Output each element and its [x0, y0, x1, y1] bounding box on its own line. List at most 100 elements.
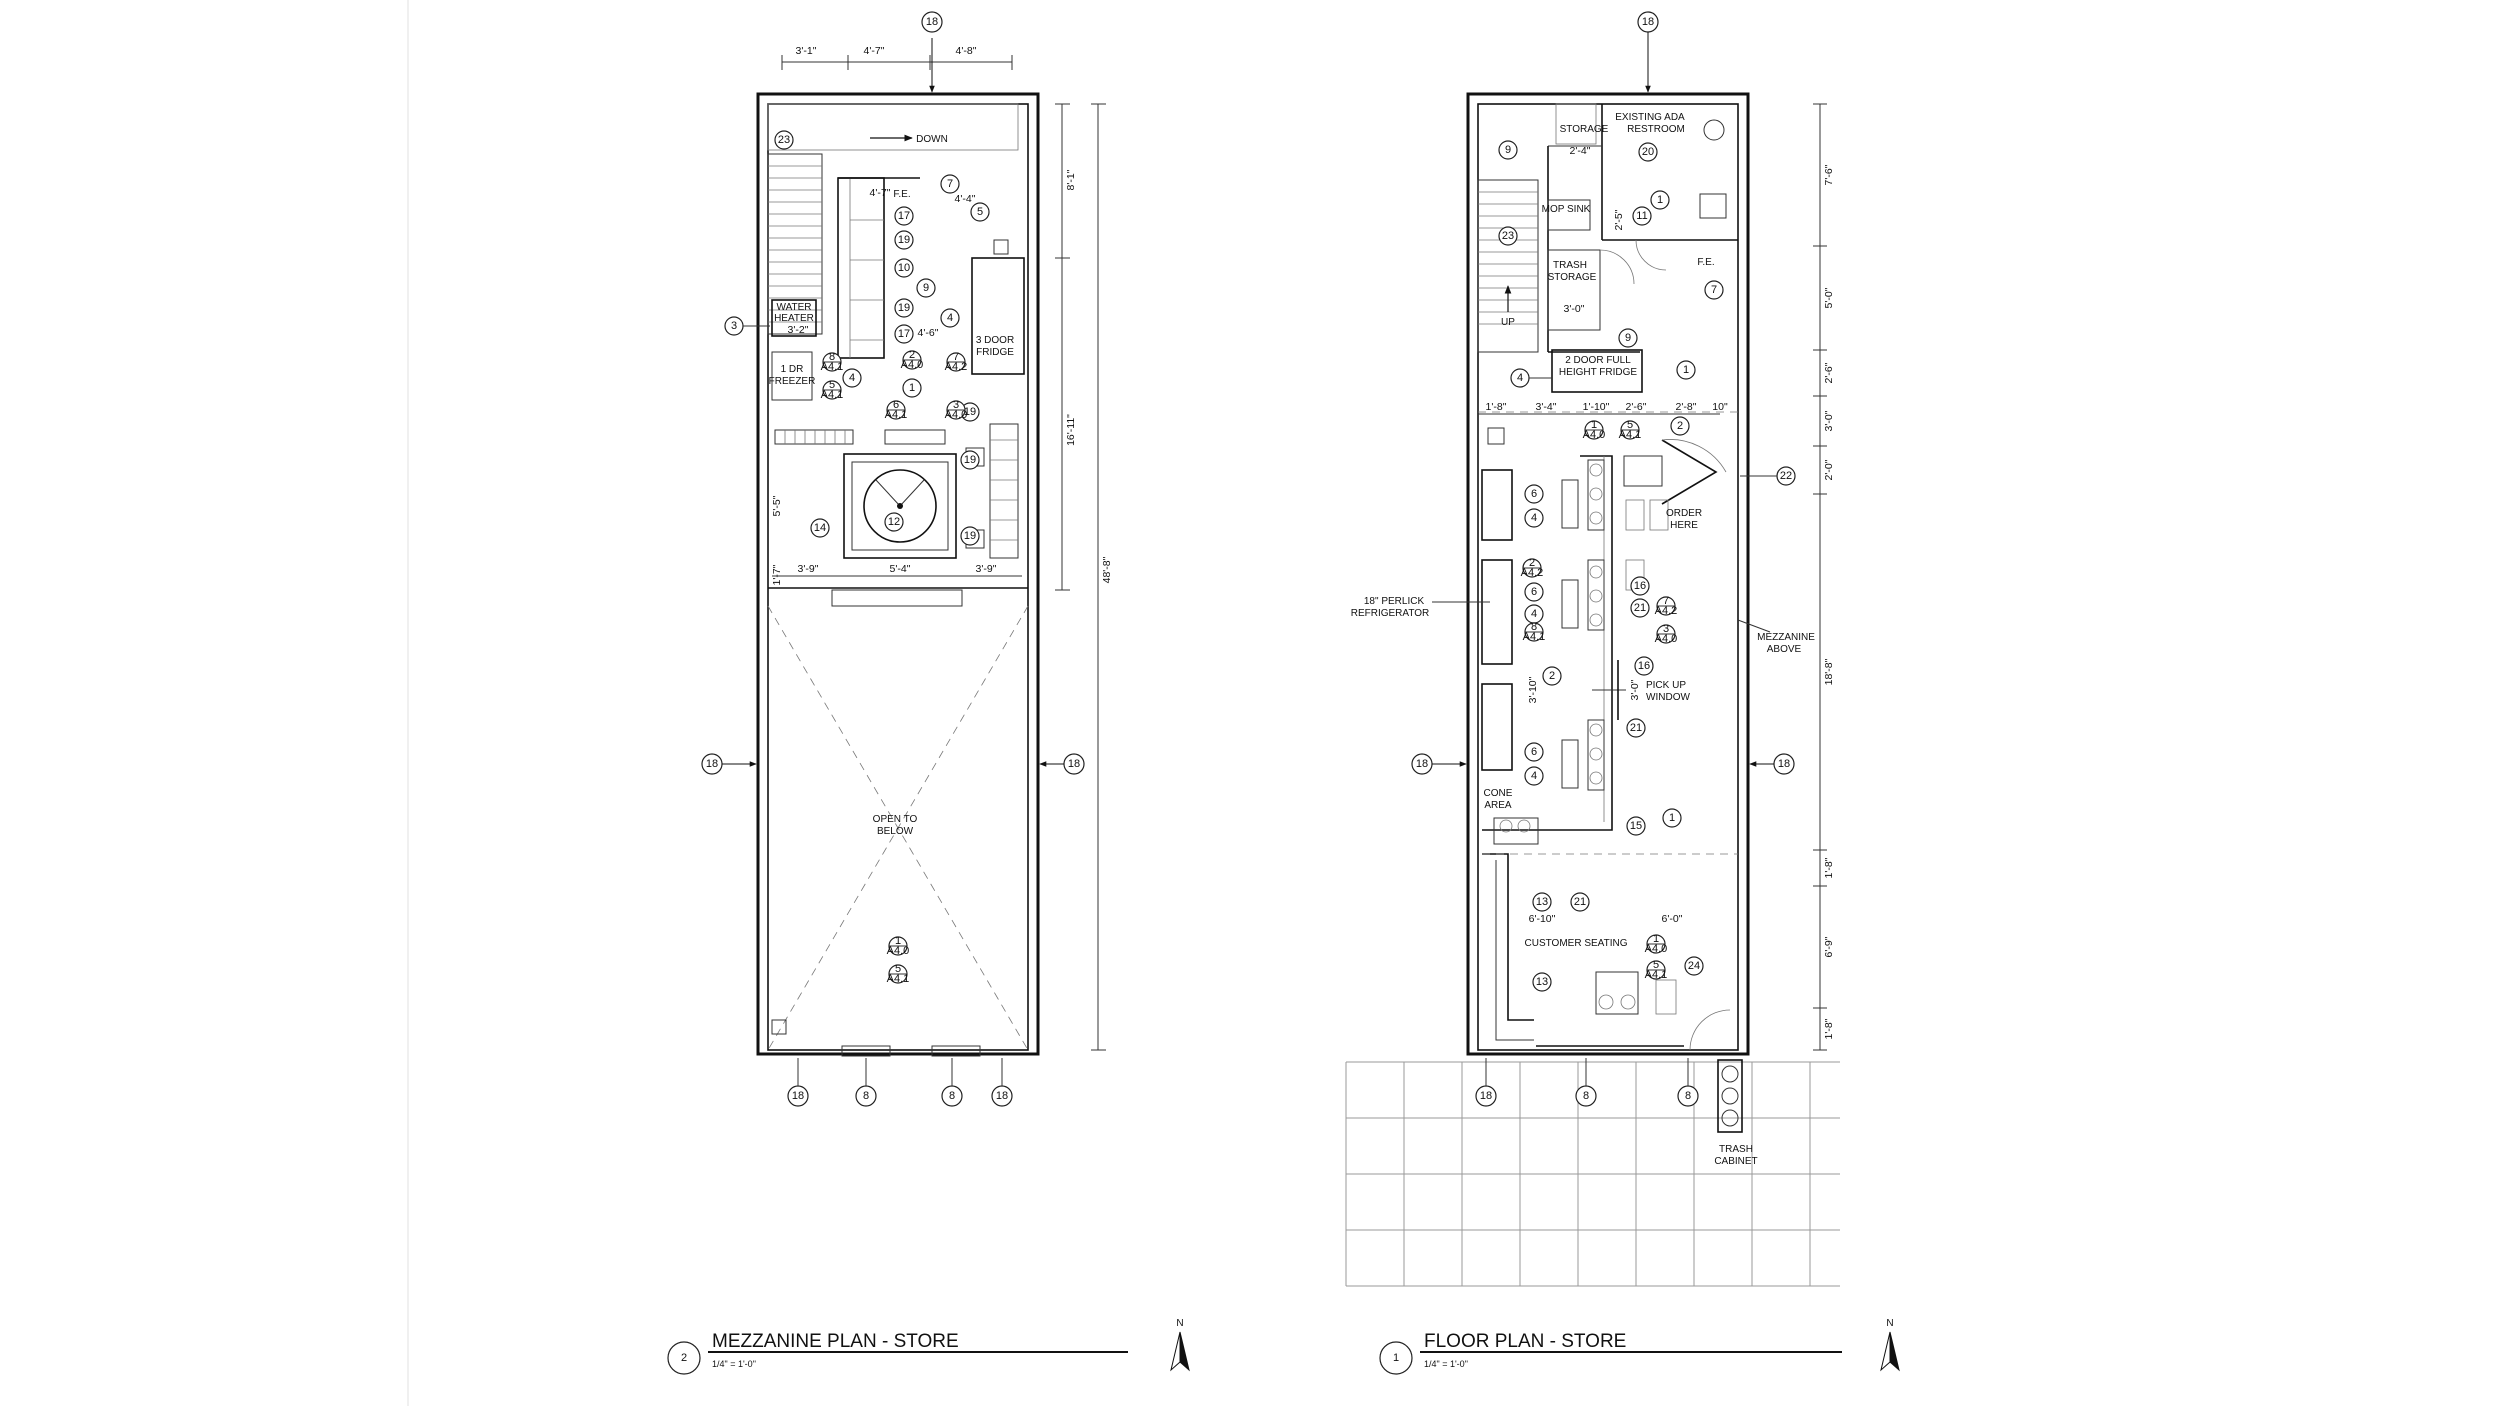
- svg-text:4: 4: [1531, 770, 1537, 782]
- mezz-label-fridge-2: FRIDGE: [976, 347, 1014, 358]
- floor-keynote: 13: [1532, 892, 1552, 912]
- open-below-diagonal-2: [767, 605, 1029, 1051]
- svg-text:A4.0: A4.0: [1583, 429, 1606, 441]
- label-storage: STORAGE: [1560, 124, 1609, 135]
- floor-grid-bubble: 18: [1773, 753, 1795, 775]
- mezz-section-ref: 5A4.1: [821, 379, 844, 401]
- svg-text:4: 4: [1531, 608, 1537, 620]
- floor-dim-row-6: 10": [1712, 401, 1728, 413]
- floor-keynote: 6: [1524, 742, 1544, 762]
- svg-text:4: 4: [849, 372, 855, 384]
- floor-dim-row-3: 1'-10": [1583, 401, 1610, 413]
- svg-text:5: 5: [1627, 419, 1633, 431]
- mezz-drawing-number: 2: [681, 1352, 687, 1364]
- svg-text:23: 23: [778, 134, 790, 146]
- mezz-title-block: 2 MEZZANINE PLAN - STORE 1/4" = 1'-0": [667, 1331, 1128, 1375]
- svg-text:A4.2: A4.2: [1521, 567, 1544, 579]
- trash-cabinet: [1717, 1059, 1743, 1133]
- svg-text:4: 4: [947, 312, 953, 324]
- mezz-keynote: 23: [774, 130, 794, 150]
- mezz-dim-top-3: 4'-8": [956, 45, 977, 57]
- mezz-keynote: 19: [960, 450, 980, 470]
- svg-text:5: 5: [895, 963, 901, 975]
- svg-text:A4.0: A4.0: [945, 409, 968, 421]
- floor-keynote: 6: [1524, 484, 1544, 504]
- mezz-section-ref: 6A4.1: [885, 399, 908, 421]
- floor-keynote: 21: [1570, 892, 1590, 912]
- label-trash-1: TRASH: [1553, 260, 1587, 271]
- svg-text:16: 16: [1638, 660, 1650, 672]
- svg-text:19: 19: [964, 406, 976, 418]
- mezz-dim-inner-3: 4'-6": [918, 327, 939, 339]
- label-mop-sink: MOP SINK: [1542, 204, 1591, 215]
- svg-text:5: 5: [1653, 959, 1659, 971]
- mezz-keynote: 17: [894, 206, 914, 226]
- floor-dim-right-4: 3'-0": [1823, 410, 1835, 431]
- floor-title: FLOOR PLAN - STORE: [1424, 1331, 1626, 1352]
- label-trash-cabinet-1: TRASH: [1719, 1144, 1753, 1155]
- floor-keynote: 21: [1626, 718, 1646, 738]
- floor-right-dimensions: [1813, 103, 1827, 1051]
- floor-keynote: 21: [1630, 598, 1650, 618]
- mezz-keynote: 1: [902, 378, 922, 398]
- mezz-dim-left-1: 5'-5": [771, 495, 783, 516]
- svg-text:13: 13: [1536, 896, 1548, 908]
- mezz-keynote: 19: [894, 230, 914, 250]
- mezz-keynote: 19: [960, 526, 980, 546]
- svg-text:7: 7: [947, 178, 953, 190]
- label-perlick-1: 18" PERLICK: [1364, 596, 1425, 607]
- mezz-keynote: 7: [940, 174, 960, 194]
- two-door-fridge: [1551, 349, 1643, 393]
- svg-text:5: 5: [977, 206, 983, 218]
- svg-text:1: 1: [1591, 419, 1597, 431]
- floor-keynote: 20: [1638, 142, 1658, 162]
- mezz-keynote: 14: [810, 518, 830, 538]
- label-cone-1: CONE: [1484, 788, 1513, 799]
- mezz-railing: [831, 589, 963, 607]
- mezz-exterior-wall: [756, 92, 1040, 1056]
- mezz-dim-inner-4: 3'-2": [788, 324, 809, 336]
- svg-text:1: 1: [1653, 933, 1659, 945]
- svg-text:18: 18: [1778, 758, 1790, 770]
- svg-text:6: 6: [1531, 586, 1537, 598]
- sidewalk-grid: [1345, 1061, 1840, 1287]
- mezz-keynote: 19: [894, 298, 914, 318]
- floor-keynote: 1: [1662, 808, 1682, 828]
- svg-text:18: 18: [1642, 16, 1654, 28]
- floor-dim-row-2: 3'-4": [1536, 401, 1557, 413]
- floor-dim-inner-5: 3'-0": [1629, 679, 1641, 700]
- label-mezz-1: MEZZANINE: [1757, 632, 1815, 643]
- floor-grid-bubble: 8: [1575, 1085, 1597, 1107]
- mezz-corner-column: [771, 1019, 787, 1035]
- svg-text:19: 19: [964, 454, 976, 466]
- svg-text:6: 6: [1531, 746, 1537, 758]
- svg-text:19: 19: [898, 302, 910, 314]
- floor-dim-inner-6: 6'-10": [1529, 913, 1556, 925]
- storefront-window-left: [841, 1045, 891, 1057]
- mezz-dim-bot-1: 3'-9": [798, 563, 819, 575]
- label-fridge-2: HEIGHT FRIDGE: [1559, 367, 1637, 378]
- mezz-grid-bubble: 18: [1063, 753, 1085, 775]
- floor-keynote: 16: [1630, 576, 1650, 596]
- floor-dim-inner-1: 2'-4": [1570, 145, 1591, 157]
- svg-text:18: 18: [1416, 758, 1428, 770]
- label-pickup-2: WINDOW: [1646, 692, 1690, 703]
- svg-text:7: 7: [1711, 284, 1717, 296]
- svg-text:17: 17: [898, 328, 910, 340]
- floor-keynote: 1: [1676, 360, 1696, 380]
- mezz-dim-left-2: 1'-7": [771, 564, 783, 585]
- mezz-dim-right-2: 16'-11": [1065, 414, 1077, 446]
- svg-text:22: 22: [1780, 470, 1792, 482]
- label-cone-2: AREA: [1484, 800, 1512, 811]
- order-counter: [1623, 455, 1663, 487]
- floor-title-block: 1 FLOOR PLAN - STORE 1/4" = 1'-0": [1379, 1331, 1842, 1375]
- mezz-grid-bubble: 8: [941, 1085, 963, 1107]
- mezz-dim-top-2: 4'-7": [864, 45, 885, 57]
- svg-text:N: N: [1176, 1318, 1183, 1329]
- svg-text:2: 2: [1529, 557, 1535, 569]
- mezz-label-fe: F.E.: [893, 189, 910, 200]
- floor-keynote: 11: [1632, 206, 1652, 226]
- svg-text:A4.1: A4.1: [821, 389, 844, 401]
- mezz-label-freezer-2: FREEZER: [769, 376, 816, 387]
